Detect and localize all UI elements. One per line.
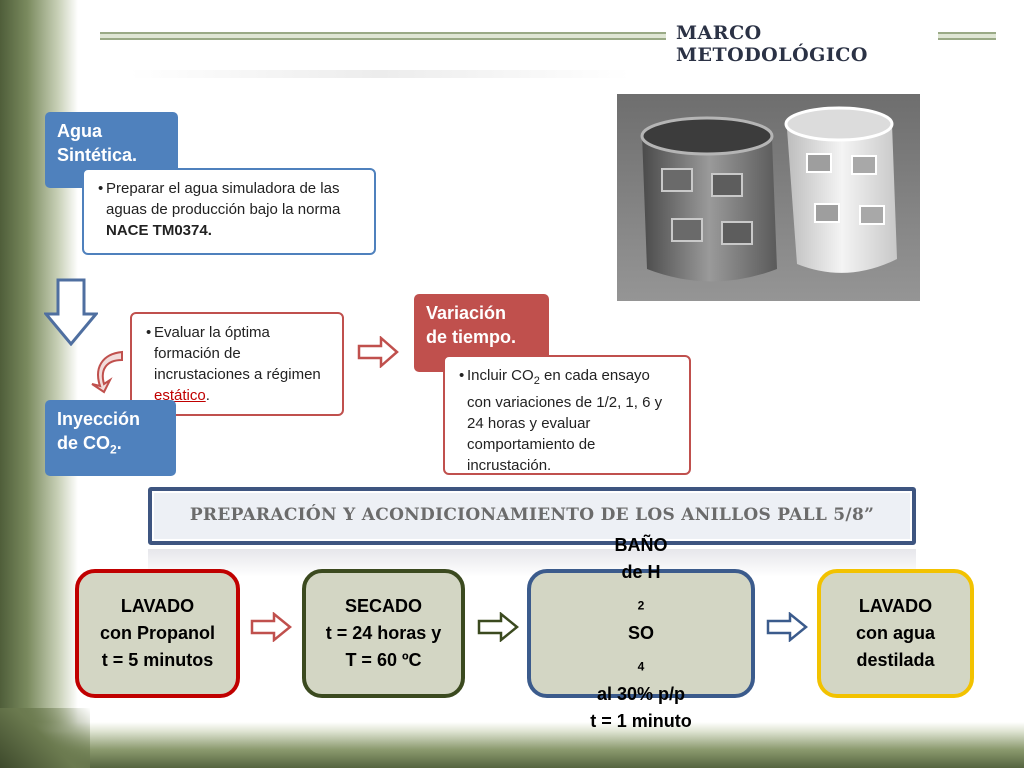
variacion-text-sub: 2 <box>533 375 540 387</box>
agua-norma: NACE TM0374. <box>106 222 212 239</box>
page-title: MARCO METODOLÓGICO <box>676 22 868 66</box>
variacion-text: Incluir CO <box>467 367 534 384</box>
right-arrow-icon <box>357 336 399 368</box>
pall-rings-illustration <box>617 94 920 301</box>
step-lavado-detail: con Propanol <box>99 623 215 643</box>
down-arrow-icon <box>44 278 98 346</box>
step-bano-time: t = 1 minuto <box>590 710 692 731</box>
banner-reflection <box>148 549 916 577</box>
step-secado-time: t = 24 horas y <box>325 623 442 643</box>
variacion-label-line1: Variación <box>426 303 507 323</box>
curved-arrow-icon <box>91 350 123 394</box>
right-arrow-icon <box>250 612 292 642</box>
frame-bottom-decoration <box>0 722 1024 768</box>
step-lavado-agua: LAVADO con agua destilada <box>817 569 974 698</box>
step-secado-temperature: T = 60 ºC <box>345 650 422 670</box>
step-bano-sub2: 4 <box>637 659 645 674</box>
step-bano-sub1: 2 <box>637 599 645 613</box>
step-lavado-agua-title: LAVADO <box>858 596 933 616</box>
step-secado: SECADO t = 24 horas y T = 60 ºC <box>302 569 465 698</box>
estatico-highlight: estático <box>154 387 206 404</box>
pall-rings-photo <box>617 94 920 301</box>
step-bano-title: BAÑO <box>614 535 668 556</box>
step-lavado-propanol: LAVADO con Propanol t = 5 minutos <box>75 569 240 698</box>
inyeccion-label-sub: 2 <box>110 442 117 457</box>
inyeccion-label-line1: Inyección <box>57 409 141 429</box>
agua-label-line2: Sintética. <box>57 145 138 165</box>
header-line-left <box>100 32 666 40</box>
agua-text: Preparar el agua simuladora de las aguas… <box>106 180 341 218</box>
frame-corner-decoration <box>0 708 90 768</box>
right-arrow-icon <box>766 612 808 642</box>
step-bano-detail: de H <box>621 562 661 583</box>
agua-label-line1: Agua <box>57 121 102 141</box>
variacion-label-line2: de tiempo. <box>426 327 517 347</box>
inyeccion-co2-label: Inyección de CO2. <box>45 400 176 476</box>
inyeccion-label-line2: de CO <box>57 433 111 453</box>
header-line-right <box>938 32 996 40</box>
variacion-text-end: en cada ensayo con variaciones de 1/2, 1… <box>467 367 663 474</box>
inyeccion-text: Evaluar la óptima formación de incrustac… <box>154 324 321 383</box>
agua-sintetica-text-box: •Preparar el agua simuladora de las agua… <box>82 168 376 255</box>
inyeccion-text-end: . <box>205 387 210 404</box>
step-bano-detail-mid: SO <box>627 623 654 643</box>
step-secado-title: SECADO <box>344 596 422 616</box>
step-bano-detail-end: al 30% p/p <box>596 683 685 704</box>
right-arrow-icon <box>477 612 519 642</box>
inyeccion-text-box: •Evaluar la óptima formación de incrusta… <box>130 312 344 416</box>
step-lavado-agua-detail: con agua <box>855 623 935 643</box>
banner-title: PREPARACIÓN Y ACONDICIONAMIENTO DE LOS A… <box>189 505 875 525</box>
step-lavado-title: LAVADO <box>120 596 195 616</box>
step-lavado-time: t = 5 minutos <box>101 650 214 670</box>
anillos-pall-banner: PREPARACIÓN Y ACONDICIONAMIENTO DE LOS A… <box>148 487 916 545</box>
inyeccion-label-end: . <box>116 433 122 453</box>
variacion-text-box: •Incluir CO2 en cada ensayo con variacio… <box>443 355 691 475</box>
step-lavado-agua-detail2: destilada <box>856 650 935 670</box>
faint-divider <box>130 70 630 78</box>
